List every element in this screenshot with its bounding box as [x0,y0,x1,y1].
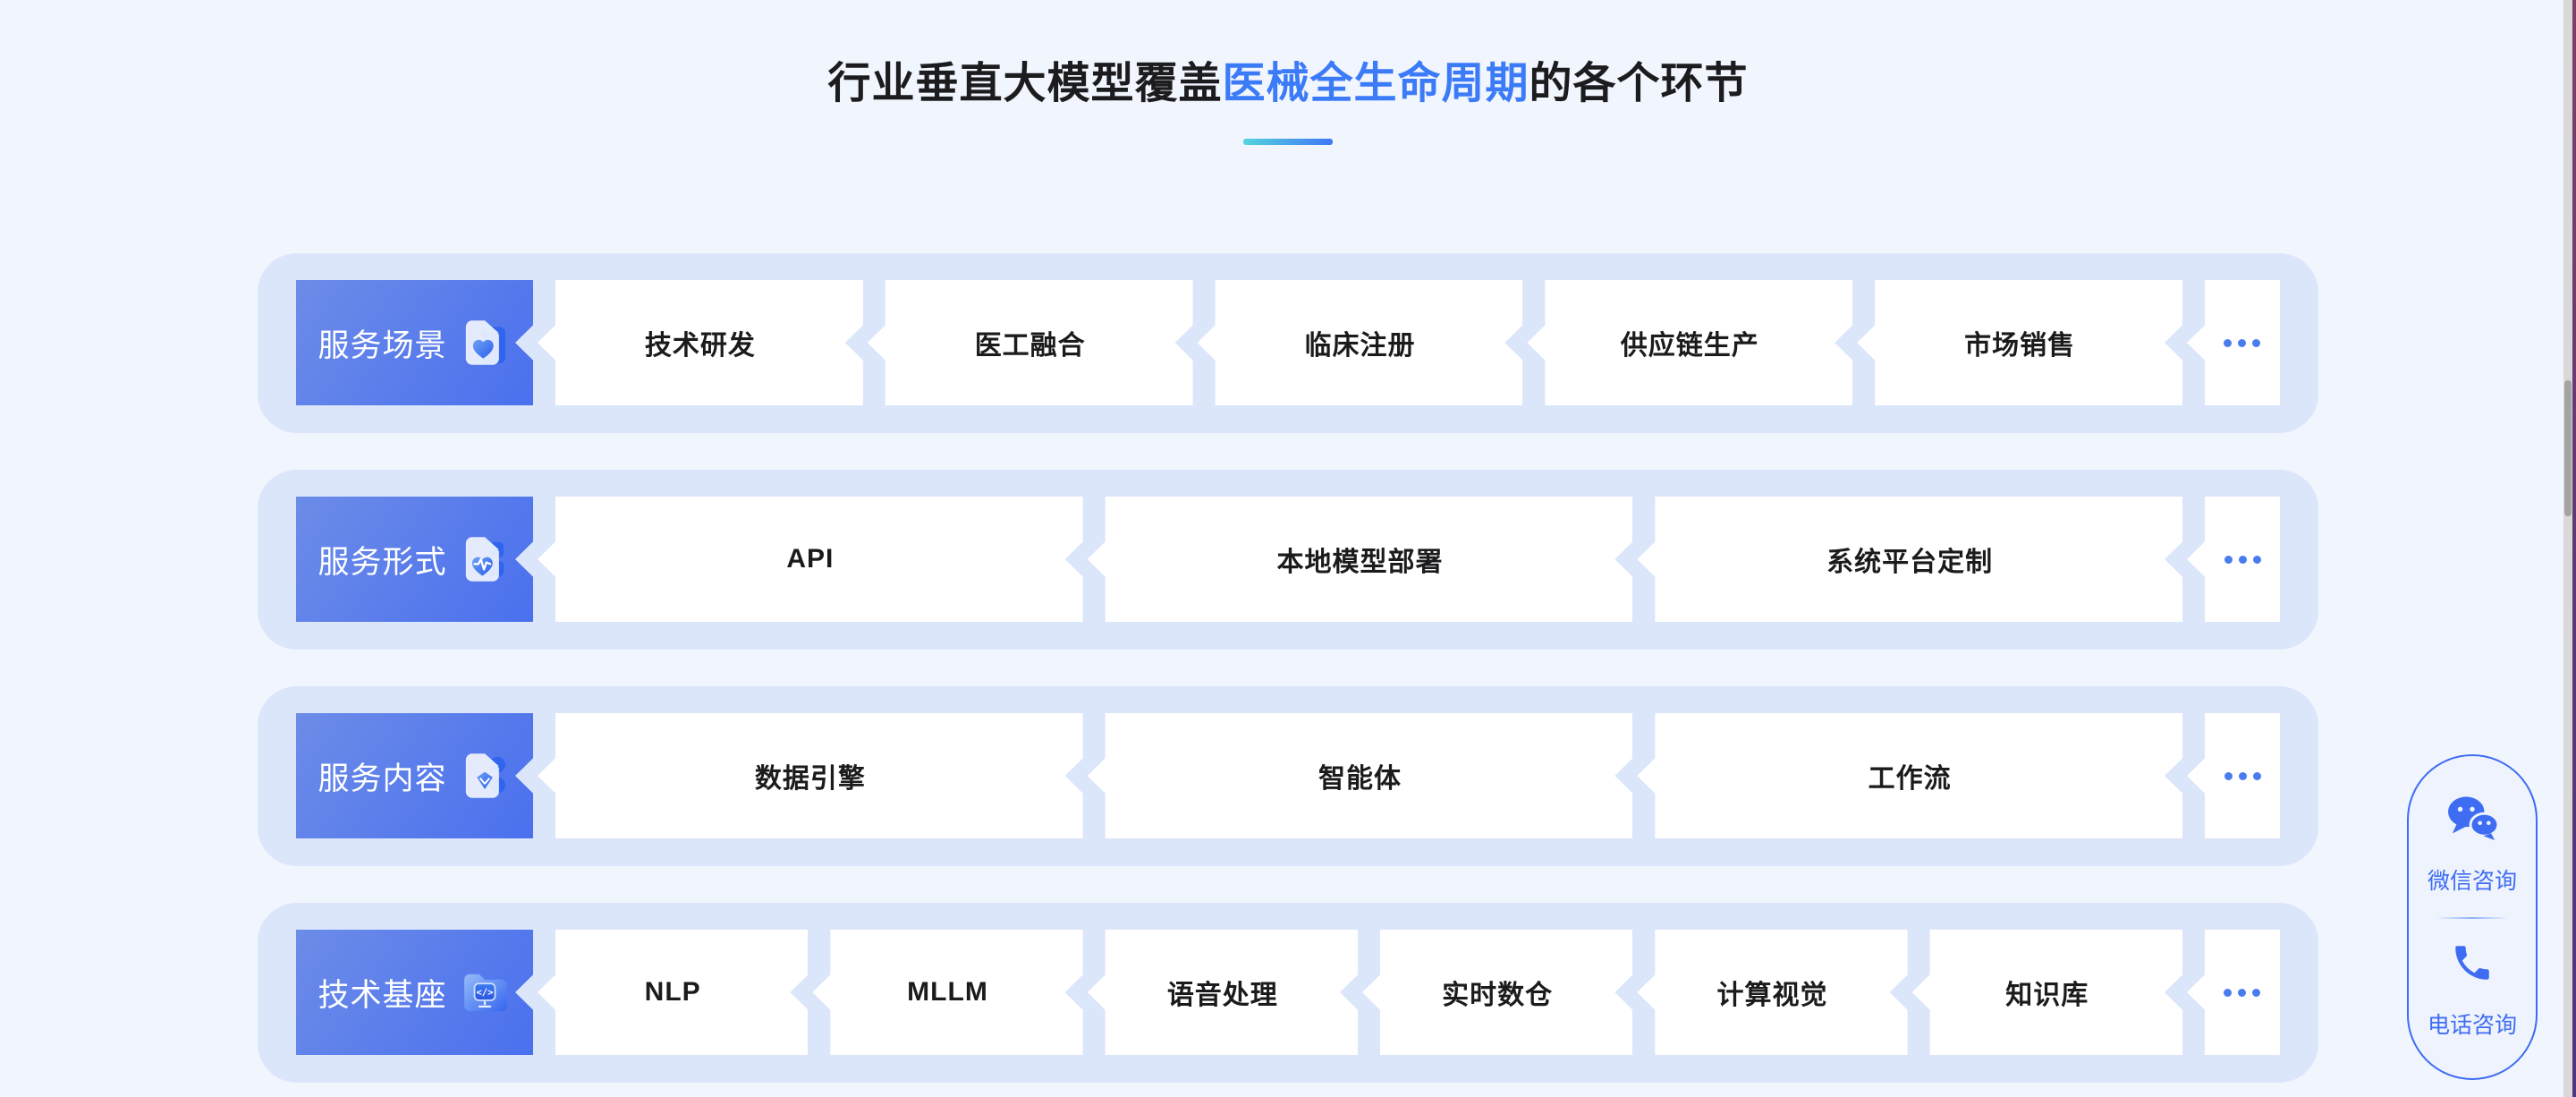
more-indicator [2187,497,2281,622]
item-block: 本地模型部署 [1088,497,1633,622]
ellipsis-dot [2238,555,2247,564]
item-label: 系统平台定制 [1826,548,1994,577]
item-block: 实时数仓 [1362,930,1632,1055]
ellipsis-dot [2238,988,2247,997]
item-block: NLP [538,930,808,1055]
item-block: API [538,497,1083,622]
item-label: 技术研发 [644,331,756,361]
scrollbar-thumb[interactable] [2564,380,2572,516]
ellipsis-dot [2252,555,2261,564]
ellipsis-dot [2238,771,2247,780]
row-label-service-scenarios: 服务场景 [296,280,533,405]
doc-gem-icon [458,749,512,803]
item-label: 供应链生产 [1620,331,1759,361]
row-label-service-content: 服务内容 [296,713,533,838]
ellipsis-dot [2224,988,2233,997]
more-indicator [2186,930,2280,1055]
item-label: 市场销售 [1964,331,2076,361]
scrollbar-track[interactable] [2563,0,2572,1097]
item-label: 数据引擎 [754,764,866,794]
ellipsis-dot [2224,555,2233,564]
svg-text:</>: </> [476,988,493,999]
wechat-consult-button[interactable]: 微信咨询 [2428,795,2517,896]
row-service-forms: 服务形式 API 本地模型部署 系统平台定制 [258,470,2318,650]
row-tech-foundation: 技术基座 </> NLP MLLM 语音处理 实时数仓 计算视觉 知识库 [258,903,2318,1083]
more-indicator [2187,713,2281,838]
item-block: 智能体 [1088,713,1633,838]
row-label-text: 技术基座 [318,977,447,1013]
row-label-text: 服务场景 [318,327,447,363]
ellipsis-dot [2252,988,2261,997]
row-label-tech-foundation: 技术基座 </> [296,930,533,1055]
phone-consult-label: 电话咨询 [2427,1013,2517,1038]
item-label: API [786,544,835,574]
item-block: 医工融合 [868,280,1193,405]
item-block: 市场销售 [1857,280,2182,405]
title-prefix: 行业垂直大模型覆盖 [827,60,1223,107]
phone-icon [2450,940,2495,990]
item-block: 数据引擎 [538,713,1083,838]
row-label-text: 服务内容 [318,761,447,796]
folder-code-icon: </> [458,965,512,1019]
item-label: 知识库 [2005,981,2089,1010]
wechat-consult-label: 微信咨询 [2427,869,2517,894]
title-suffix: 的各个环节 [1529,60,1749,107]
doc-pulse-icon [458,532,512,586]
contact-widget: 微信咨询 电话咨询 [2407,754,2538,1080]
item-label: 工作流 [1868,764,1952,794]
window-edge-strip [2572,0,2576,1097]
item-block: 临床注册 [1198,280,1523,405]
item-label: 语音处理 [1166,981,1278,1010]
section-header: 行业垂直大模型覆盖医械全生命周期的各个环节 [0,0,2576,145]
item-block: MLLM [812,930,1082,1055]
ellipsis-dot [2238,338,2247,347]
row-label-text: 服务形式 [318,544,447,580]
item-label: 实时数仓 [1442,981,1554,1010]
ellipsis-dot [2252,771,2261,780]
title-underline-accent [1243,139,1333,145]
item-block: 工作流 [1637,713,2182,838]
item-label: 计算视觉 [1716,981,1828,1010]
lifecycle-diagram: 服务场景 技术研发 医工融合 临床注册 供应链生产 市场销售 服务形式 [258,253,2318,1083]
title-highlight: 医械全生命周期 [1222,60,1530,107]
doc-heart-icon [458,316,512,370]
ellipsis-dot [2224,338,2233,347]
more-indicator [2186,280,2280,405]
item-label: 本地模型部署 [1276,548,1444,577]
item-block: 语音处理 [1088,930,1358,1055]
item-label: NLP [644,977,701,1007]
item-block: 知识库 [1912,930,2182,1055]
widget-divider [2436,917,2508,919]
item-label: 临床注册 [1304,331,1416,361]
item-label: 智能体 [1318,764,1402,794]
item-block: 计算视觉 [1637,930,1907,1055]
phone-consult-button[interactable]: 电话咨询 [2428,940,2517,1040]
row-service-scenarios: 服务场景 技术研发 医工融合 临床注册 供应链生产 市场销售 [258,253,2318,433]
row-service-content: 服务内容 数据引擎 智能体 工作流 [258,686,2318,866]
item-label: MLLM [907,977,988,1007]
item-block: 系统平台定制 [1637,497,2182,622]
page-title: 行业垂直大模型覆盖医械全生命周期的各个环节 [0,54,2576,115]
ellipsis-dot [2224,771,2233,780]
item-block: 技术研发 [538,280,863,405]
item-label: 医工融合 [974,331,1086,361]
item-block: 供应链生产 [1527,280,1852,405]
wechat-icon [2445,795,2500,846]
ellipsis-dot [2252,338,2261,347]
row-label-service-forms: 服务形式 [296,497,533,622]
